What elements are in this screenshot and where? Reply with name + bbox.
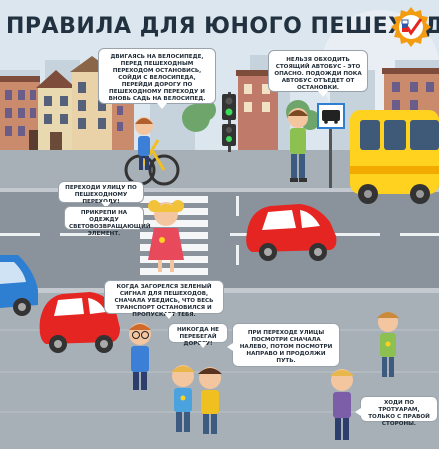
- traffic-light-icon: [222, 92, 236, 152]
- girl-on-crosswalk: [148, 200, 184, 272]
- poster-title: ПРАВИЛА ДЛЯ ЮНОГО ПЕШЕХОДА: [6, 14, 439, 39]
- boy-at-bus-stop: [288, 108, 308, 182]
- bubble-reflector-rule: ПРИКРЕПИ НА ОДЕЖДУ СВЕТОВОЗВРАЩАЮЩИЙ ЭЛЕ…: [64, 206, 151, 237]
- boy-with-glasses: [129, 323, 151, 390]
- blue-car: [0, 255, 38, 316]
- boy-with-bicycle: [124, 117, 180, 186]
- red-car-lower: [39, 292, 120, 353]
- bubble-never-run-rule: НИКОГДА НЕ ПЕРЕБЕГАЙ ДОРОГУ!: [168, 323, 228, 348]
- building-left-1: [0, 76, 40, 155]
- bubble-crosswalk-rule: ПЕРЕХОДИ УЛИЦУ ПО ПЕШЕХОДНОМУ ПЕРЕХОДУ!: [58, 181, 144, 208]
- building-left-2: [36, 70, 76, 155]
- bubble-sidewalk-rule: ХОДИ ПО ТРОТУАРАМ, ТОЛЬКО С ПРАВОЙ СТОРО…: [355, 396, 438, 427]
- boy-far-right: [377, 312, 399, 377]
- bus: [350, 110, 439, 204]
- boy-bottom-right: [330, 369, 354, 440]
- bubble-bus-rule: НЕЛЬЗЯ ОБХОДИТЬ СТОЯЩИЙ АВТОБУС - ЭТО ОП…: [268, 50, 368, 97]
- red-car-road: [246, 204, 337, 261]
- shield-check-badge-icon: [391, 7, 431, 47]
- bubble-look-left-right-rule: ПРИ ПЕРЕХОДЕ УЛИЦЫ ПОСМОТРИ СНАЧАЛА НАЛЕ…: [227, 323, 340, 367]
- bubble-green-signal-rule: КОГДА ЗАГОРЕЛСЯ ЗЕЛЕНЫЙ СИГНАЛ ДЛЯ ПЕШЕХ…: [104, 280, 224, 319]
- lane-markings: [0, 196, 439, 265]
- bus-stop-sign-icon: [317, 103, 345, 188]
- child-blonde: [171, 365, 195, 432]
- bubble-bicycle-rule: ДВИГАЯСЬ НА ВЕЛОСИПЕДЕ, ПЕРЕД ПЕШЕХОДНЫМ…: [98, 48, 216, 109]
- child-dark-hair: [198, 367, 222, 434]
